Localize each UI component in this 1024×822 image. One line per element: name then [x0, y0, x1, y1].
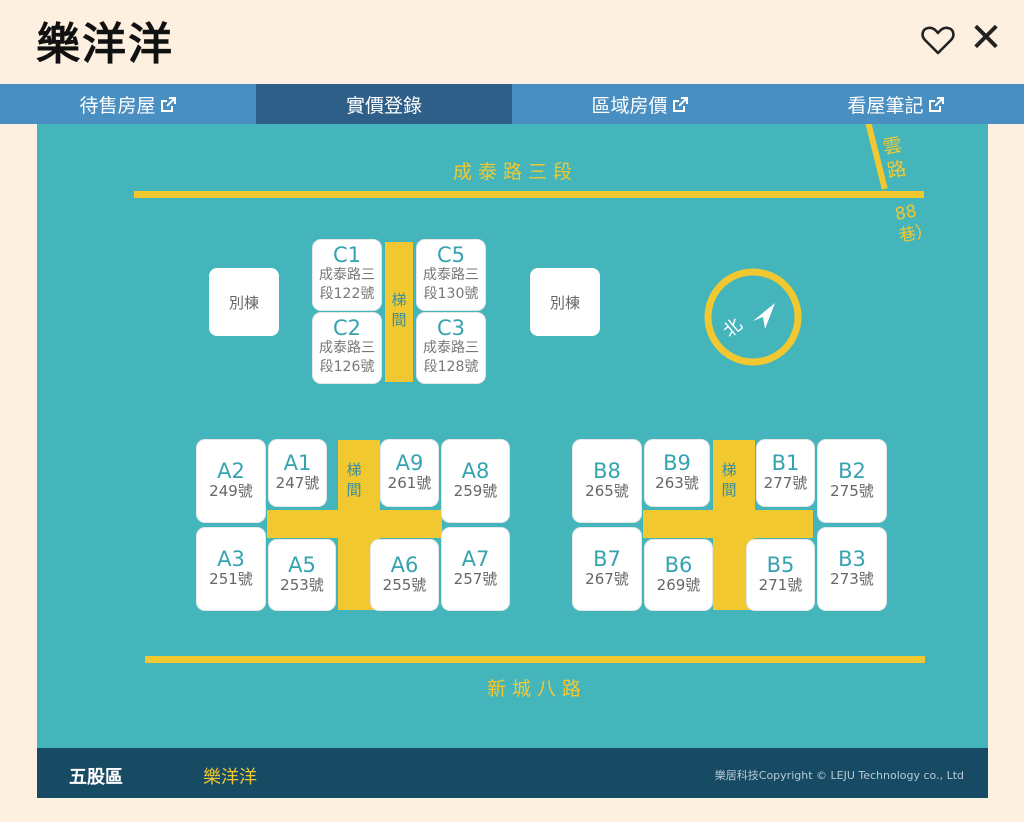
unit-number: 263號 [655, 474, 699, 492]
tab-label: 看屋筆記 [847, 94, 924, 117]
unit-code: A1 [283, 451, 312, 475]
tab-bar: 待售房屋 實價登錄 區域房價 看屋筆記 [0, 84, 1024, 124]
external-link-icon [672, 96, 688, 112]
tab-label: 實價登錄 [345, 94, 422, 117]
tab-viewing-notes[interactable]: 看屋筆記 [768, 84, 1024, 124]
unit-a3[interactable]: A3 251號 [197, 528, 265, 610]
unit-b6[interactable]: B6 269號 [645, 540, 712, 610]
unit-address: 成泰路三 [423, 267, 479, 283]
site-plan-map: 成泰路三段 雲路 88巷） 新城八路 北 別棟 別棟 梯間 C1 成泰路三 段1… [37, 124, 988, 748]
unit-number: 253號 [280, 576, 324, 594]
unit-code: A8 [461, 459, 490, 483]
tab-label: 區域房價 [591, 94, 668, 117]
unit-address: 段128號 [423, 359, 479, 375]
unit-number: 261號 [387, 474, 432, 492]
unit-a6[interactable]: A6 255號 [371, 540, 438, 610]
tab-area-price[interactable]: 區域房價 [512, 84, 768, 124]
footer-community-name[interactable]: 樂洋洋 [203, 767, 257, 788]
unit-b8[interactable]: B8 265號 [573, 440, 641, 522]
unit-address: 段126號 [319, 359, 375, 375]
unit-code: A5 [288, 553, 316, 577]
unit-a2[interactable]: A2 249號 [197, 440, 265, 522]
external-link-icon [160, 96, 176, 112]
unit-b3[interactable]: B3 273號 [818, 528, 886, 610]
close-icon[interactable]: ✕ [969, 15, 1003, 61]
unit-address: 成泰路三 [319, 267, 375, 283]
unit-number: 259號 [453, 482, 498, 500]
external-link-icon [928, 96, 944, 112]
unit-number: 255號 [382, 576, 427, 594]
unit-code: A6 [390, 553, 419, 577]
unit-code: B8 [593, 459, 621, 483]
road-label-bottom: 新城八路 [487, 678, 588, 700]
page-title: 樂洋洋 [36, 19, 174, 70]
unit-c3[interactable]: C3 成泰路三 段128號 [417, 313, 485, 383]
unit-code: C5 [436, 243, 466, 267]
stairwell-label: 梯間 [721, 461, 737, 499]
unit-code: B2 [838, 459, 866, 483]
unit-b7[interactable]: B7 267號 [573, 528, 641, 610]
road-label-right-lane: 88巷） [893, 201, 935, 247]
unit-code: C2 [332, 316, 362, 340]
unit-code: B7 [593, 547, 621, 571]
unit-code: B1 [771, 451, 800, 475]
unit-number: 269號 [656, 576, 701, 594]
unit-code: C3 [436, 316, 466, 340]
unit-a1[interactable]: A1 247號 [269, 440, 326, 506]
unit-code: B6 [664, 553, 693, 577]
unit-number: 257號 [453, 570, 498, 588]
tab-actual-price[interactable]: 實價登錄 [256, 84, 512, 124]
unit-address: 段130號 [423, 286, 479, 302]
unit-b9[interactable]: B9 263號 [645, 440, 709, 506]
unit-number: 273號 [830, 570, 874, 588]
unit-code: B3 [838, 547, 866, 571]
unit-address: 段122號 [319, 286, 375, 302]
unit-address: 成泰路三 [319, 340, 375, 356]
unit-number: 277號 [763, 474, 808, 492]
annex-building-right: 別棟 [530, 268, 600, 336]
road-label-right-partial: 雲路 [881, 133, 908, 183]
unit-c2[interactable]: C2 成泰路三 段126號 [313, 313, 381, 383]
stairwell-c [385, 242, 413, 382]
unit-code: A3 [217, 547, 245, 571]
tab-for-sale[interactable]: 待售房屋 [0, 84, 256, 124]
unit-number: 247號 [275, 474, 320, 492]
unit-number: 249號 [209, 482, 253, 500]
unit-a8[interactable]: A8 259號 [442, 440, 509, 522]
unit-number: 271號 [758, 576, 803, 594]
unit-code: C1 [332, 243, 362, 267]
stairwell-label: 梯間 [346, 461, 362, 499]
unit-a5[interactable]: A5 253號 [269, 540, 335, 610]
heart-outline-icon[interactable] [920, 22, 956, 58]
compass-icon [704, 268, 802, 366]
unit-number: 265號 [585, 482, 629, 500]
unit-code: A2 [217, 459, 245, 483]
road-line-bottom [145, 656, 925, 663]
unit-b1[interactable]: B1 277號 [757, 440, 814, 506]
unit-address: 成泰路三 [423, 340, 479, 356]
unit-code: B9 [663, 451, 691, 475]
footer-copyright: 樂居科技Copyright © LEJU Technology co., Ltd [714, 769, 964, 782]
stairwell-label: 梯間 [391, 291, 407, 329]
tab-label: 待售房屋 [79, 94, 156, 117]
footer-district[interactable]: 五股區 [69, 767, 123, 788]
unit-number: 267號 [585, 570, 629, 588]
unit-a9[interactable]: A9 261號 [381, 440, 438, 506]
unit-code: A9 [395, 451, 424, 475]
unit-c1[interactable]: C1 成泰路三 段122號 [313, 240, 381, 310]
road-label-top: 成泰路三段 [453, 161, 579, 183]
annex-building-left: 別棟 [209, 268, 279, 336]
unit-code: A7 [461, 547, 490, 571]
unit-a7[interactable]: A7 257號 [442, 528, 509, 610]
unit-c5[interactable]: C5 成泰路三 段130號 [417, 240, 485, 310]
footer: 五股區 樂洋洋 樂居科技Copyright © LEJU Technology … [37, 748, 988, 798]
unit-b2[interactable]: B2 275號 [818, 440, 886, 522]
unit-number: 275號 [830, 482, 874, 500]
unit-number: 251號 [209, 570, 253, 588]
road-line-top [134, 191, 924, 198]
unit-b5[interactable]: B5 271號 [747, 540, 814, 610]
unit-code: B5 [766, 553, 795, 577]
header: 樂洋洋 ✕ [0, 0, 1024, 84]
